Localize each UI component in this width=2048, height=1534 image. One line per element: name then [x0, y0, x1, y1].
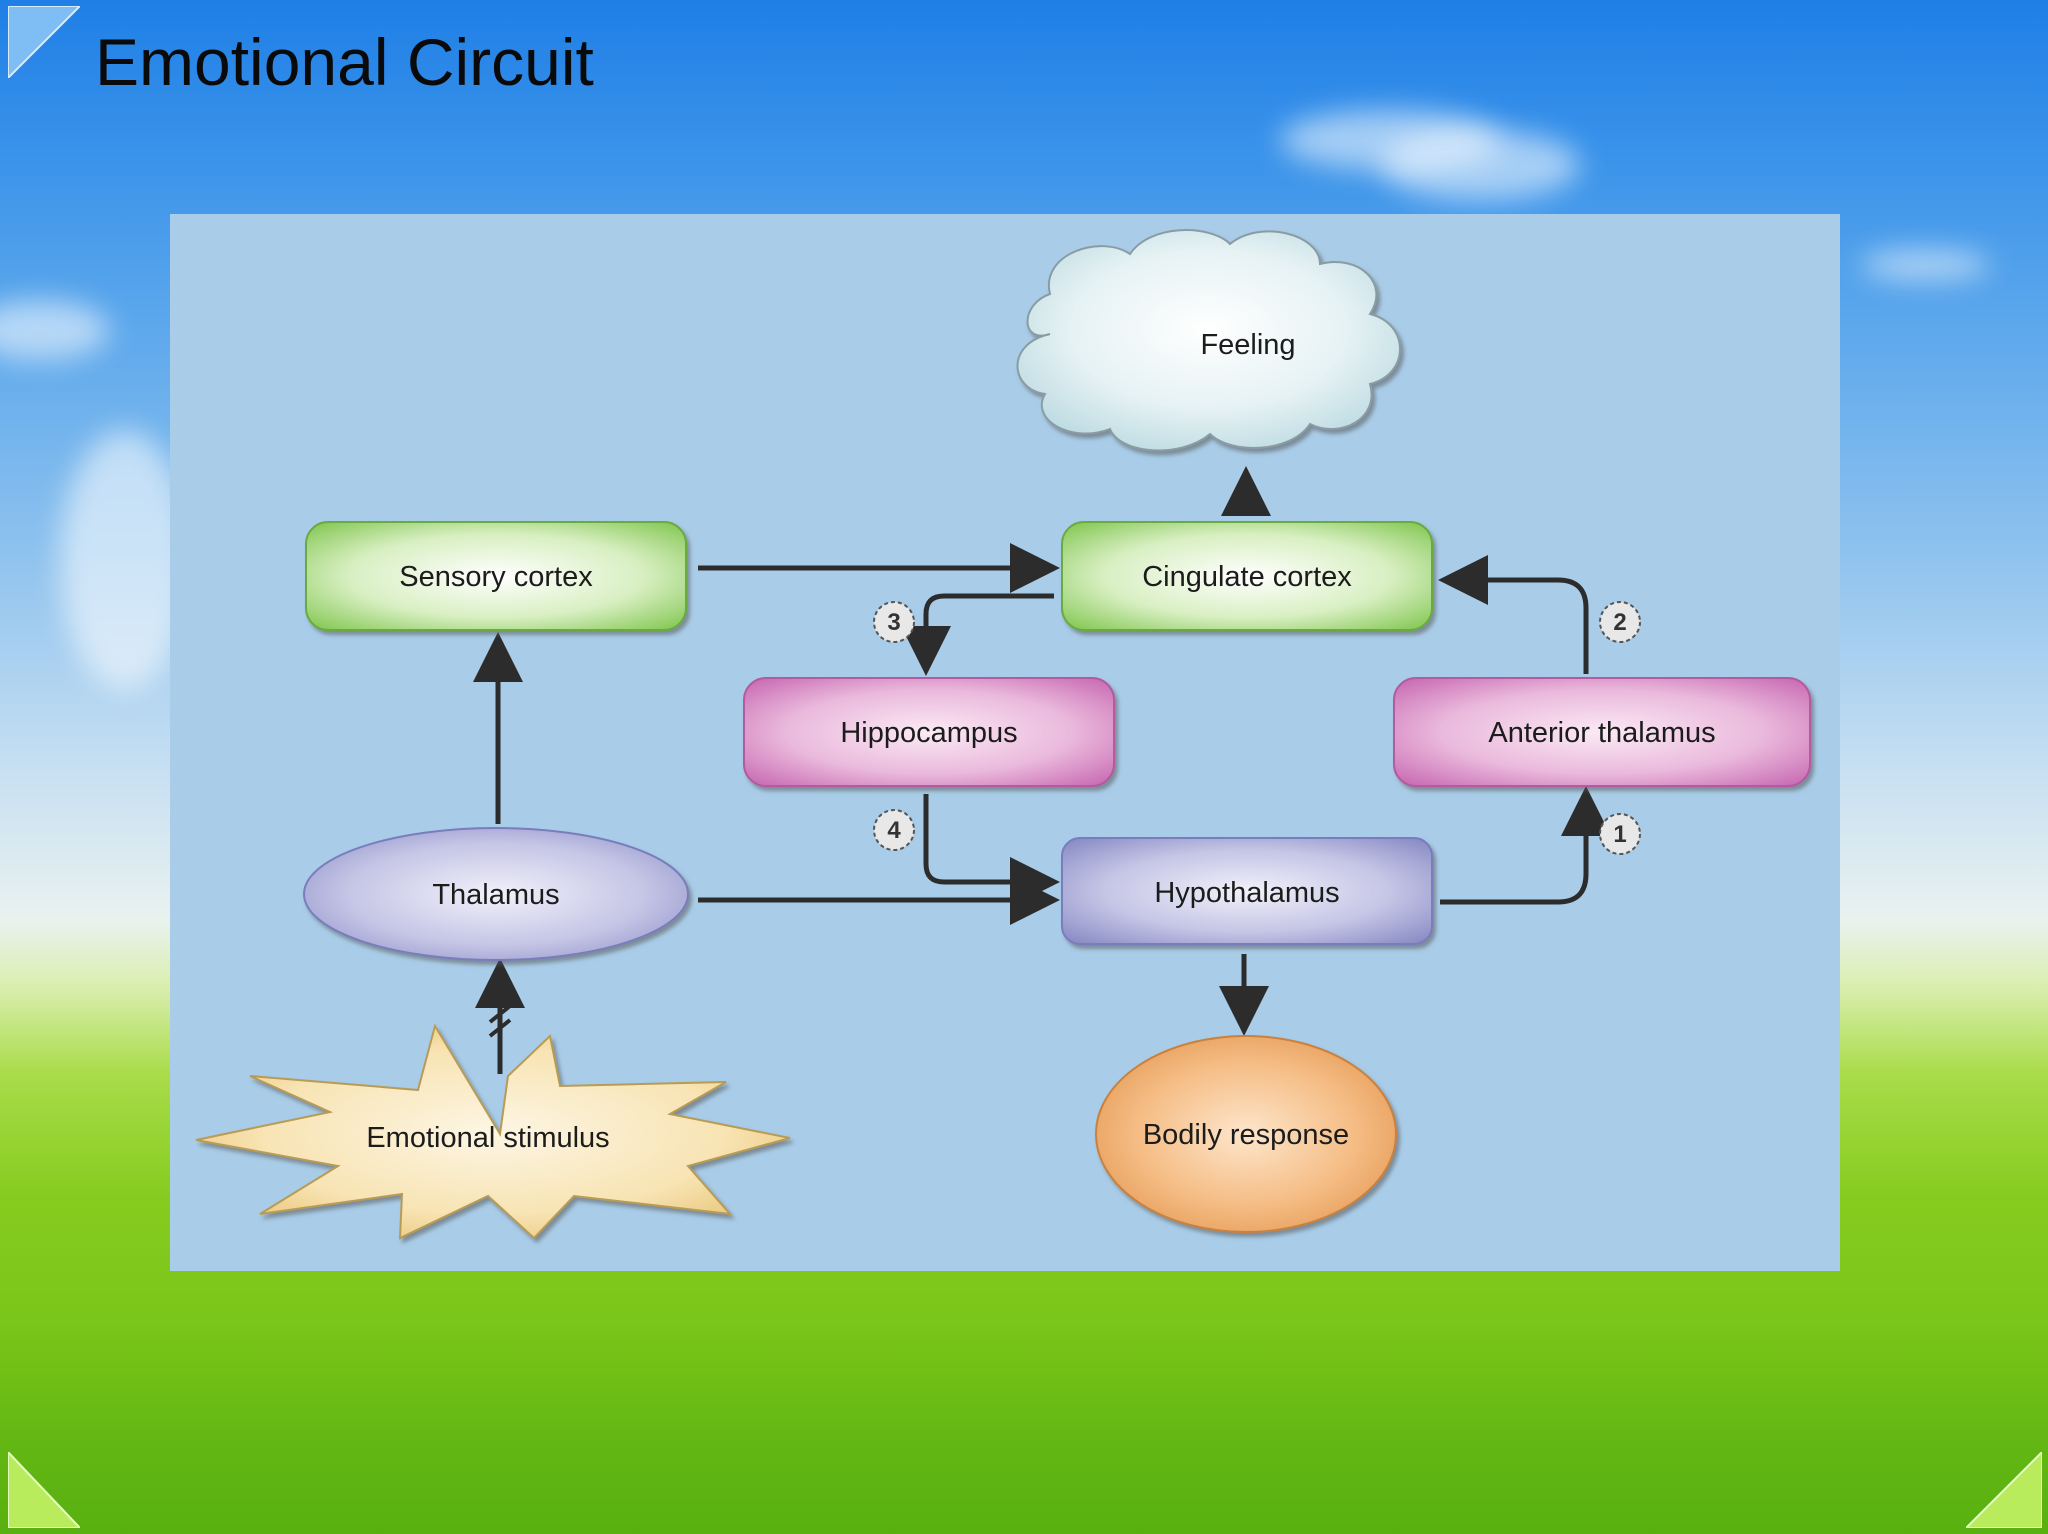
cingulate-cortex-node: Cingulate cortex — [1061, 521, 1433, 631]
background-cloud — [1860, 250, 1990, 280]
step-marker-1: 1 — [1599, 813, 1641, 855]
hypothalamus-label: Hypothalamus — [1154, 877, 1339, 909]
feeling-node: Feeling — [1016, 229, 1401, 452]
hypothalamus-node: Hypothalamus — [1061, 837, 1433, 945]
arrow-step-4-hippocampus-to-hypothalamus — [923, 794, 1060, 907]
thalamus-label: Thalamus — [432, 879, 559, 911]
step-marker-2: 2 — [1599, 601, 1641, 643]
bodily-response-label: Bodily response — [1143, 1119, 1349, 1151]
arrow-step-2-anterior-thalamus-to-cingulate — [1438, 555, 1589, 674]
thalamus-node: Thalamus — [303, 827, 689, 961]
break-mark-icon — [488, 1004, 512, 1038]
cingulate-cortex-label: Cingulate cortex — [1142, 561, 1352, 593]
hippocampus-label: Hippocampus — [840, 717, 1017, 749]
sensory-cortex-node: Sensory cortex — [305, 521, 687, 631]
bodily-response-node: Bodily response — [1095, 1035, 1397, 1233]
background-cloud — [1380, 130, 1580, 200]
step-number-3: 3 — [887, 609, 900, 636]
hippocampus-node: Hippocampus — [743, 677, 1115, 787]
slide-title: Emotional Circuit — [95, 25, 594, 99]
sensory-cortex-label: Sensory cortex — [399, 561, 593, 593]
feeling-label: Feeling — [1200, 329, 1295, 361]
emotional-stimulus-node: Emotional stimulus — [195, 1023, 791, 1240]
corner-triangle-top-left-icon — [8, 6, 80, 78]
anterior-thalamus-node: Anterior thalamus — [1393, 677, 1811, 787]
arrow-step-3-cingulate-to-hippocampus — [901, 593, 1054, 676]
step-number-2: 2 — [1613, 609, 1626, 636]
step-number-1: 1 — [1613, 821, 1626, 848]
step-number-4: 4 — [887, 817, 901, 844]
background-cloud — [0, 300, 110, 360]
step-marker-4: 4 — [873, 809, 915, 851]
corner-triangle-bottom-right-icon — [1966, 1452, 2042, 1528]
corner-triangle-bottom-left-icon — [8, 1452, 80, 1528]
background-cloud — [60, 430, 190, 690]
arrow-step-1-hypothalamus-to-anterior-thalamus — [1440, 786, 1611, 905]
diagram-panel: 1 2 3 4 Feeling Cingulate cortex Sensory… — [170, 214, 1840, 1271]
step-marker-3: 3 — [873, 601, 915, 643]
emotional-circuit-diagram: 1 2 3 4 Feeling Cingulate cortex Sensory… — [195, 229, 1811, 1240]
anterior-thalamus-label: Anterior thalamus — [1488, 717, 1715, 749]
emotional-stimulus-label: Emotional stimulus — [366, 1122, 609, 1154]
